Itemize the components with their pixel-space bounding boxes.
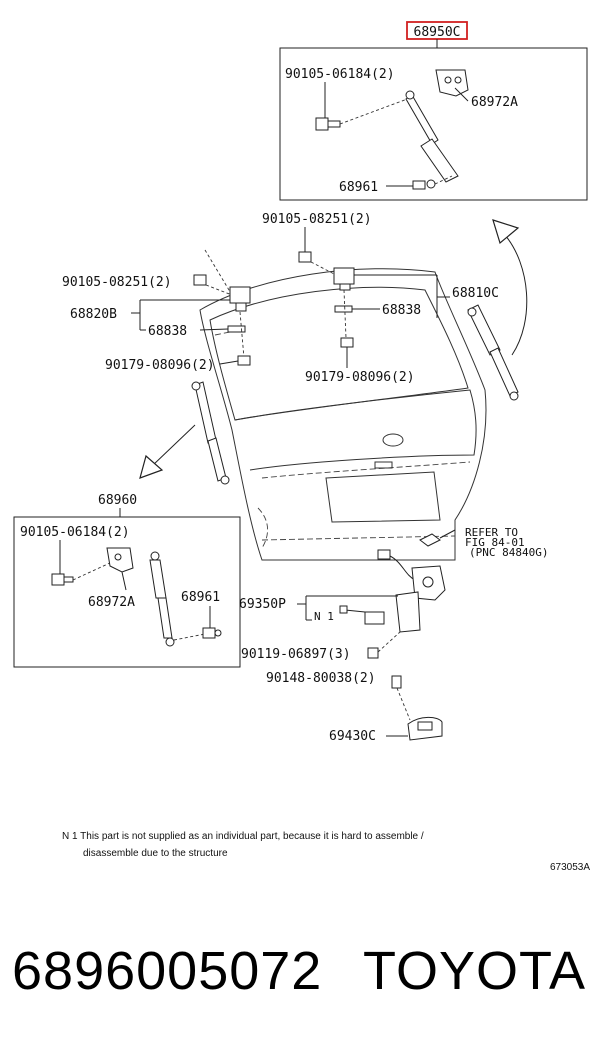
top-strut-kit-group: 68950C 90105-06184(2) 68972A xyxy=(279,21,588,201)
lock-group: 69350P N 1 90119-06897(3) xyxy=(239,549,446,662)
bolt-upper-center-label[interactable]: 90105-08251(2) xyxy=(262,212,372,227)
right-hinge-icon xyxy=(333,267,355,291)
hinge-right-label[interactable]: 68810C xyxy=(452,286,499,301)
switch-label[interactable]: 69430C xyxy=(329,729,376,744)
top-kit-code-label[interactable]: 68950C xyxy=(414,25,461,40)
strut-kit-label[interactable]: 68960 xyxy=(98,493,137,508)
refer-group: REFER TO FIG 84-01 (PNC 84840G) xyxy=(419,526,548,559)
left-strut-kit-group: 68960 90105-06184(2) 68972A 68961 xyxy=(13,493,241,668)
lock-bolt-icon xyxy=(367,647,379,659)
left-bracket-label[interactable]: 68972A xyxy=(88,595,135,610)
refer-line1[interactable]: REFER TO xyxy=(465,526,518,539)
refer-line2[interactable]: FIG 84-01 xyxy=(465,536,525,549)
nut-center-icon xyxy=(340,337,354,348)
nut-left-label[interactable]: 90179-08096(2) xyxy=(105,358,215,373)
lock-note-label[interactable]: N 1 xyxy=(314,610,334,623)
hinge-bolt-left-label[interactable]: 68838 xyxy=(148,324,187,339)
lock-switch-icon xyxy=(339,605,385,625)
bolt-upper-left-icon xyxy=(193,274,207,286)
curved-arrow-icon xyxy=(492,219,528,356)
lock-actuator-icon xyxy=(395,565,446,633)
brand-name: TOYOTA xyxy=(362,941,586,1001)
top-bracket-icon xyxy=(435,69,469,97)
left-strut-icon xyxy=(191,381,230,485)
top-bolt-label[interactable]: 90105-06184(2) xyxy=(285,67,395,82)
left-kit-box xyxy=(13,516,241,668)
top-ball-label[interactable]: 68961 xyxy=(339,180,378,195)
switch-icon xyxy=(407,716,443,741)
left-hinge-icon xyxy=(229,286,251,312)
hinge-bolt-left-icon xyxy=(227,325,246,333)
left-bolt-icon xyxy=(51,573,74,586)
top-bolt-icon xyxy=(315,117,341,131)
switch-screw-icon xyxy=(391,675,402,689)
right-strut-icon xyxy=(467,304,519,401)
refer-connector-icon xyxy=(419,529,456,547)
bolt-upper-left-label[interactable]: 90105-08251(2) xyxy=(62,275,172,290)
lock-bolt-label[interactable]: 90119-06897(3) xyxy=(241,647,351,662)
left-bracket-icon xyxy=(106,547,134,573)
top-strut-icon xyxy=(405,90,459,183)
lock-label[interactable]: 69350P xyxy=(239,597,286,612)
top-kit-box xyxy=(279,47,588,201)
left-ball-label[interactable]: 68961 xyxy=(181,590,220,605)
hinge-bolt-right-label[interactable]: 68838 xyxy=(382,303,421,318)
part-number: 6896005072 xyxy=(12,941,323,1001)
refer-line3[interactable]: (PNC 84840G) xyxy=(469,546,548,559)
top-ball-icon xyxy=(412,179,436,190)
footnote-line2: disassemble due to the structure xyxy=(83,848,228,859)
nut-center-label[interactable]: 90179-08096(2) xyxy=(305,370,415,385)
left-kit-strut-icon xyxy=(149,551,175,647)
left-bolt-label[interactable]: 90105-06184(2) xyxy=(20,525,130,540)
lock-cable-icon xyxy=(377,549,416,581)
straight-arrow-icon xyxy=(139,424,196,479)
switch-group: 90148-80038(2) 69430C xyxy=(266,671,443,744)
hinge-left-label[interactable]: 68820B xyxy=(70,307,117,322)
nut-left-icon xyxy=(237,355,251,366)
bolt-upper-center-icon xyxy=(298,251,312,263)
hinge-bolt-right-icon xyxy=(334,305,353,313)
figure-code: 673053A xyxy=(550,862,590,873)
back-door-outline xyxy=(199,268,487,561)
switch-screw-label[interactable]: 90148-80038(2) xyxy=(266,671,376,686)
left-ball-icon xyxy=(202,627,222,639)
footnote-line1: N 1 This part is not supplied as an indi… xyxy=(62,831,424,842)
top-bracket-label[interactable]: 68972A xyxy=(471,95,518,110)
